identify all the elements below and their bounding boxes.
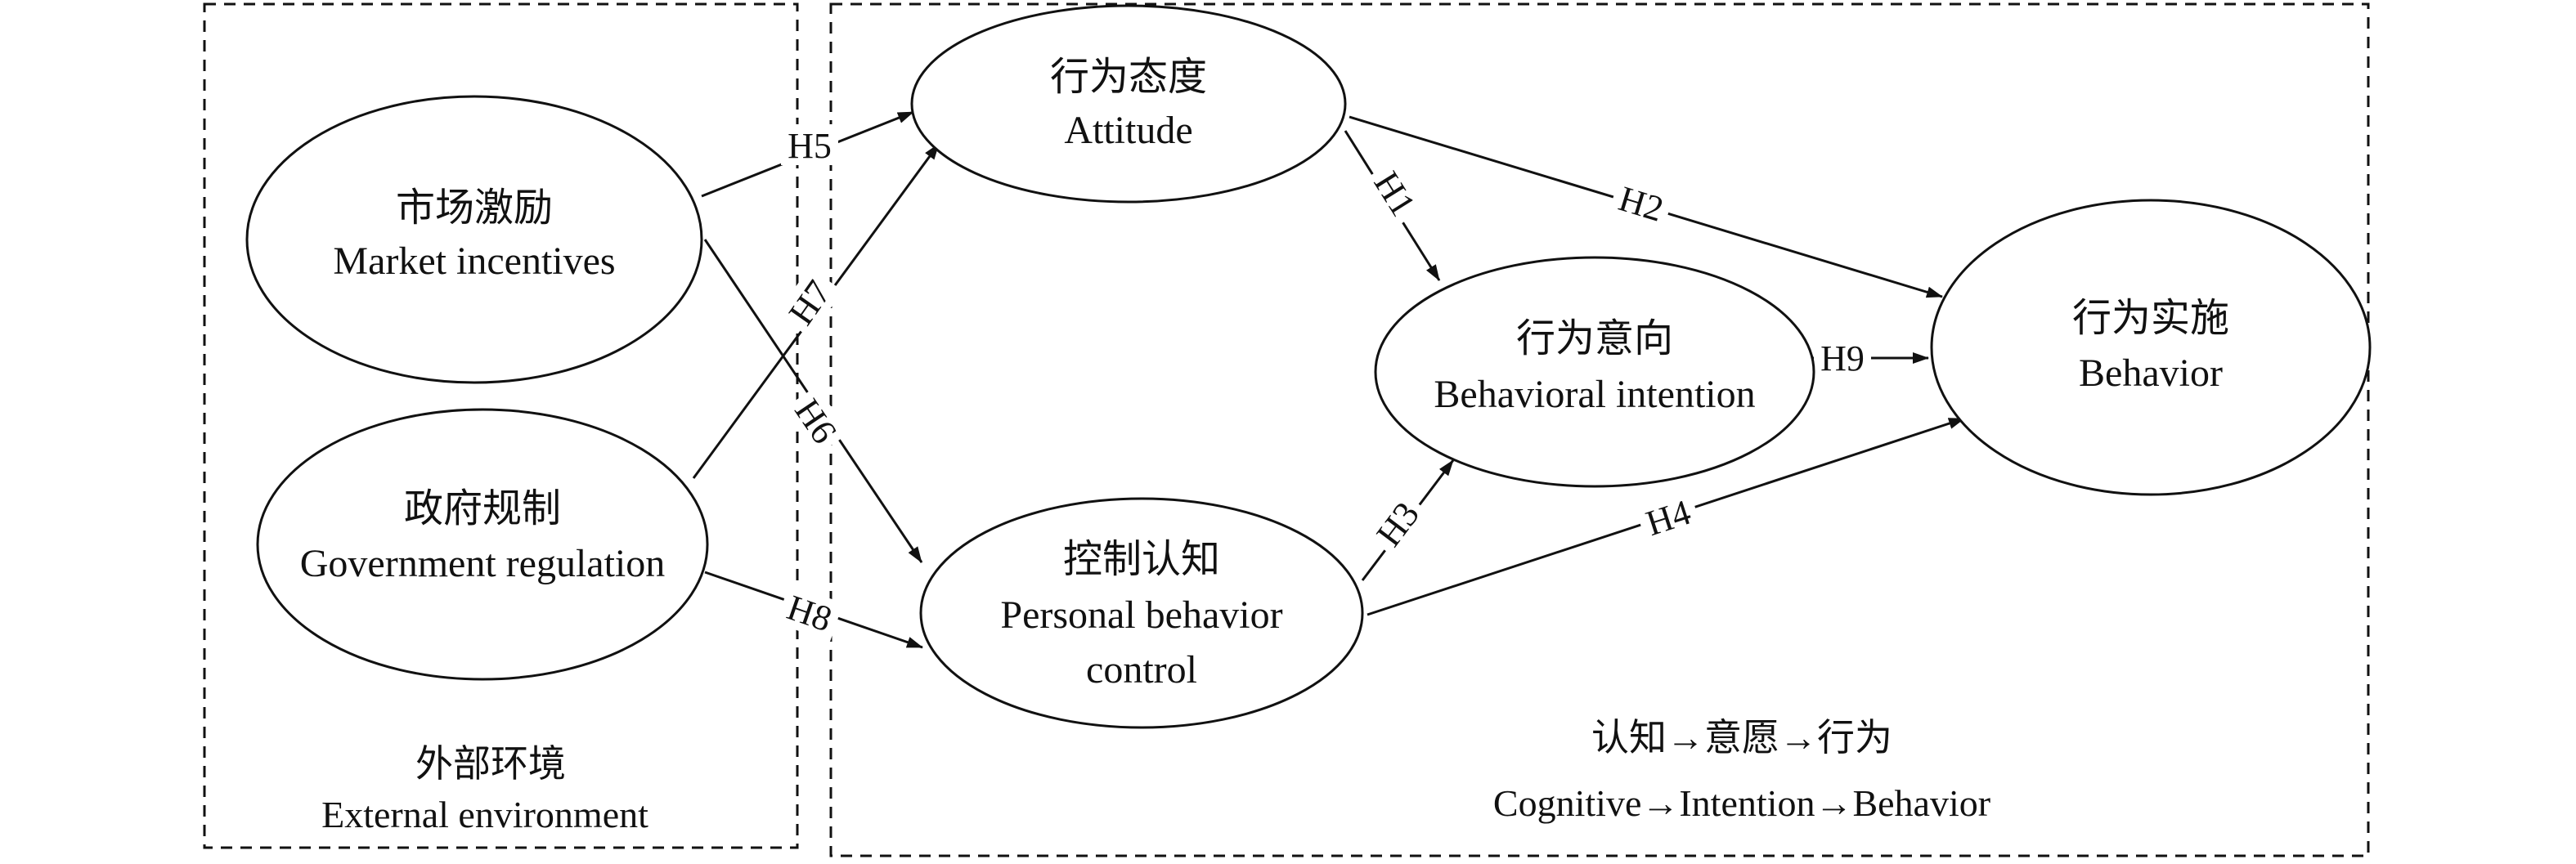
node-attitude-zh: 行为态度 [1050,56,1207,99]
node-government-regulation-en: Government regulation [300,542,666,585]
node-personal-behavior-control-zh: 控制认知 [1063,538,1220,581]
external-environment-label-zh: 外部环境 [415,743,566,785]
cognitive-process-label: 认知→意愿→行为 Cognitive→Intention→Behavior [1493,717,1990,824]
node-attitude-en: Attitude [1064,109,1192,152]
node-personal-behavior-control: 控制认知 Personal behavior control [919,497,1364,729]
node-personal-behavior-control-en-line2: control [1086,648,1197,692]
node-personal-behavior-control-shape [919,497,1364,729]
cognitive-process-label-zh: 认知→意愿→行为 [1591,717,1892,759]
node-personal-behavior-control-en: Personal behavior [1000,593,1282,637]
node-market-incentives-en: Market incentives [333,240,615,283]
node-attitude-shape [910,4,1347,204]
node-attitude: 行为态度 Attitude [910,4,1347,204]
edge-label-h3: H3 [1369,495,1427,553]
external-environment-box [203,2,799,849]
external-environment-label-en: External environment [321,794,648,835]
node-behavior-zh: 行为实施 [2072,297,2229,340]
edge-label-h5: H5 [788,126,832,166]
node-behavioral-intention-zh: 行为意向 [1516,317,1673,360]
node-behavioral-intention-en: Behavioral intention [1434,373,1755,416]
external-environment-label: 外部环境 External environment [321,743,648,835]
node-market-incentives-zh: 市场激励 [396,186,553,230]
node-behavioral-intention: 行为意向 Behavioral intention [1374,256,1815,488]
node-behavior: 行为实施 Behavior [1930,199,2372,496]
cognitive-process-box [829,2,2370,857]
cognitive-process-label-en: Cognitive→Intention→Behavior [1493,782,1990,824]
node-behavioral-intention-shape [1374,256,1815,488]
node-behavior-shape [1930,199,2372,496]
node-government-regulation-shape [256,408,709,681]
edge-label-h9: H9 [1820,338,1865,378]
node-government-regulation: 政府规制 Government regulation [256,408,709,681]
node-market-incentives-shape [245,95,703,384]
node-government-regulation-zh: 政府规制 [404,487,561,530]
node-behavior-en: Behavior [2079,351,2223,395]
node-market-incentives: 市场激励 Market incentives [245,95,703,384]
